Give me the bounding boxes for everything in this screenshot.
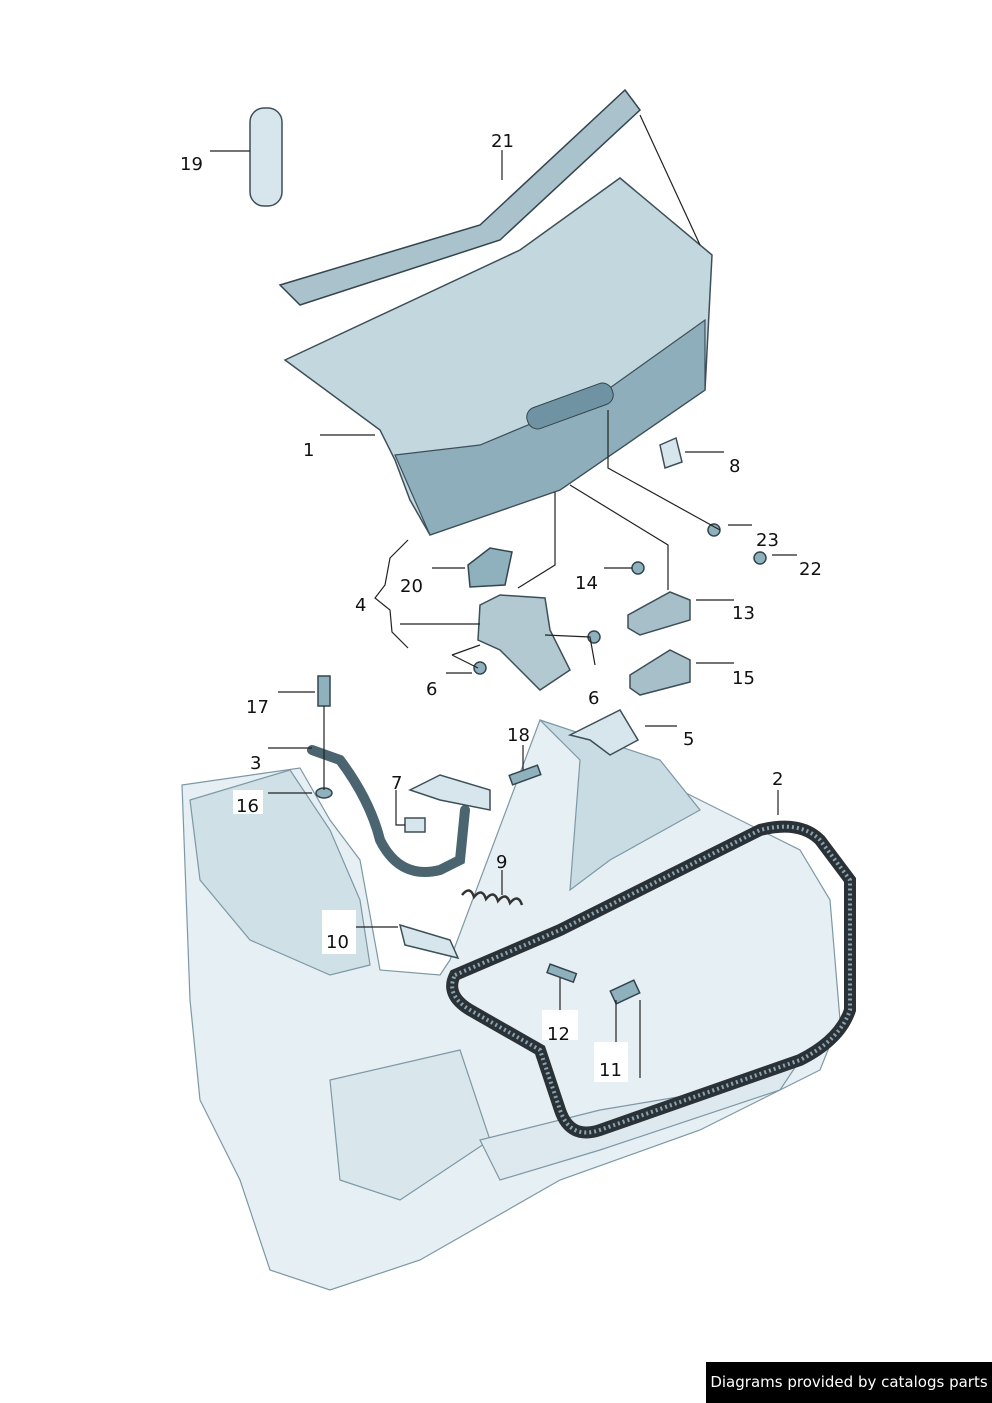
part-15-lamp (629, 649, 691, 696)
callout-22: 22 (799, 559, 822, 580)
part-6-nut (473, 661, 487, 675)
callout-3: 3 (250, 753, 261, 774)
leader-lines (210, 114, 797, 1078)
part-9-spring (461, 889, 524, 906)
callout-21: 21 (491, 131, 514, 152)
callout-16: 16 (236, 796, 259, 817)
part-13-switch (627, 591, 691, 636)
part-22-screw (753, 551, 767, 565)
part-4-lock (477, 594, 571, 691)
part-8-bump-stop (659, 436, 683, 469)
part-20-cover (467, 547, 513, 588)
callout-5: 5 (683, 729, 694, 750)
callout-6: 6 (588, 688, 599, 709)
callout-15: 15 (732, 668, 755, 689)
callout-1: 1 (303, 440, 314, 461)
callout-labels: 19 21 1 8 23 22 20 4 14 13 6 6 15 17 5 1… (180, 131, 822, 1082)
callout-23: 23 (756, 530, 779, 551)
attribution-footer: Diagrams provided by catalogs parts (706, 1362, 992, 1403)
part-3-hinge (307, 745, 470, 877)
callout-8: 8 (729, 456, 740, 477)
callout-4: 4 (355, 595, 366, 616)
part-12-screw (546, 963, 578, 984)
callout-14: 14 (575, 573, 598, 594)
part-19-cylinder (249, 107, 283, 207)
callout-13: 13 (732, 603, 755, 624)
part-23-clip (707, 523, 721, 537)
callout-2: 2 (772, 769, 783, 790)
callout-18: 18 (507, 725, 530, 746)
callout-19: 19 (180, 154, 203, 175)
part-14-nut (631, 561, 645, 575)
callout-7: 7 (391, 773, 402, 794)
part-7-clip (404, 817, 426, 833)
car-rear-body (181, 718, 841, 1291)
callout-9: 9 (496, 852, 507, 873)
callout-11: 11 (599, 1060, 622, 1081)
part-21-spoiler (278, 88, 642, 306)
callout-12: 12 (547, 1024, 570, 1045)
callout-20: 20 (400, 576, 423, 597)
callout-6: 6 (426, 679, 437, 700)
part-5-striker (567, 709, 640, 756)
part-10-buffer (398, 923, 460, 960)
part-7-bracket (408, 774, 491, 811)
part-17-bolt (317, 675, 331, 707)
part-11-bracket (609, 979, 641, 1005)
callout-17: 17 (246, 697, 269, 718)
part-18-bolt (508, 764, 542, 786)
callout-10: 10 (326, 932, 349, 953)
